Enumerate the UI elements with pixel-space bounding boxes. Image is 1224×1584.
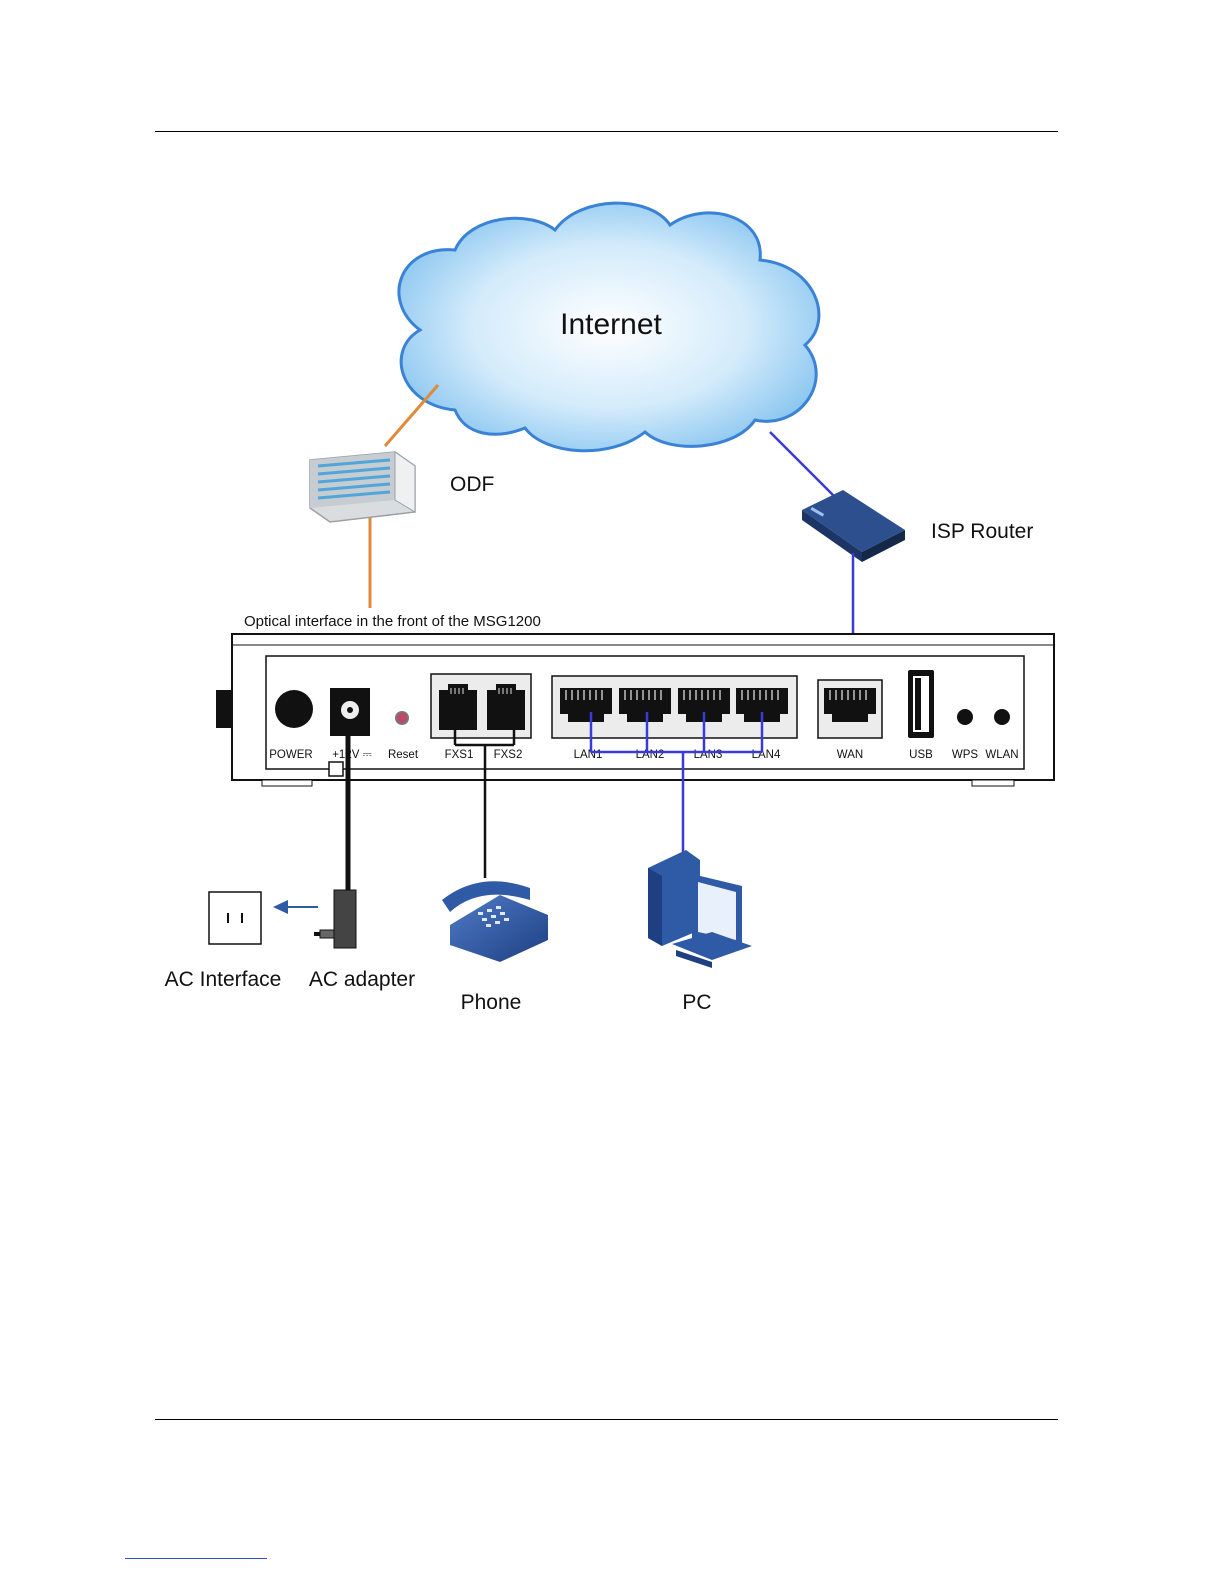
cloud-label: Internet: [560, 308, 662, 341]
reset-button: [396, 712, 408, 724]
usb-port: [908, 670, 934, 738]
fiber-cloud-to-odf: [385, 385, 438, 446]
isp-router-icon: [802, 490, 905, 562]
fxs1-label: FXS1: [445, 749, 474, 761]
odf-icon: [310, 452, 415, 522]
wps-button: [957, 709, 973, 725]
pc-icon: [648, 850, 752, 968]
reset-label: Reset: [388, 749, 419, 761]
internet-cloud: Internet: [399, 203, 819, 451]
lan-port-group: [552, 676, 797, 738]
isp-router-label: ISP Router: [931, 520, 1033, 543]
power-port-label: POWER: [269, 749, 312, 761]
fxs-port-group: [431, 674, 531, 738]
ac-adapter-label: AC adapter: [309, 968, 415, 991]
dc-in-jack: [330, 688, 370, 736]
odf-label: ODF: [450, 473, 494, 496]
phone-icon: [442, 881, 548, 962]
wps-label: WPS: [952, 749, 979, 761]
ac-adapter-icon: [314, 890, 356, 948]
ac-interface-label: AC Interface: [165, 968, 282, 991]
ac-interface-icon: [209, 892, 261, 944]
usb-label: USB: [909, 749, 933, 761]
wan-port: [818, 680, 882, 738]
pc-label: PC: [682, 991, 711, 1014]
optical-interface-note: Optical interface in the front of the MS…: [244, 613, 541, 630]
ethernet-cloud-to-router: [770, 432, 835, 497]
power-button: [275, 690, 313, 728]
wlan-button: [994, 709, 1010, 725]
fxs2-label: FXS2: [494, 749, 523, 761]
wan-label: WAN: [837, 749, 863, 761]
wlan-label: WLAN: [985, 749, 1018, 761]
dc-in-label: +12V ⎓: [332, 749, 372, 761]
phone-label: Phone: [461, 991, 522, 1014]
